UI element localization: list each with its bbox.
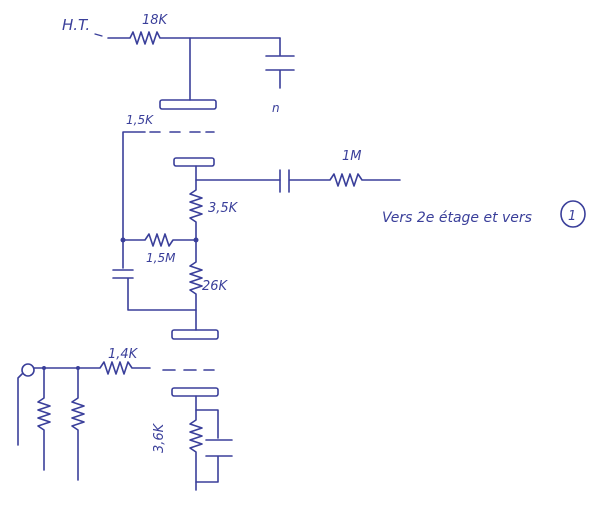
resistor-26k bbox=[189, 239, 203, 331]
resistor-input-b bbox=[71, 367, 85, 481]
resistor-3-6k bbox=[189, 395, 203, 491]
capacitor-decoupling bbox=[265, 37, 295, 89]
label-r-plate: 1,5K bbox=[126, 113, 154, 127]
label-r-grid-leak: 1,5M bbox=[146, 251, 176, 265]
tube-3-plate bbox=[171, 329, 219, 340]
tube-1-plate bbox=[159, 99, 217, 110]
label-r-input: 1,4K bbox=[108, 347, 139, 362]
capacitor-cathode bbox=[195, 409, 233, 483]
tube-3-cathode bbox=[171, 387, 219, 397]
circled-number: 1 bbox=[568, 209, 576, 224]
input-jack-sleeve bbox=[17, 373, 23, 446]
label-r-low: 26K bbox=[202, 279, 229, 294]
output-coupling bbox=[279, 169, 401, 193]
note-text: Vers 2e étage et vers bbox=[382, 210, 532, 226]
resistor-3-5k bbox=[189, 179, 203, 241]
circled-marker bbox=[560, 200, 586, 228]
label-cap-small: n bbox=[272, 101, 280, 115]
input-jack bbox=[21, 363, 35, 377]
resistor-1-4k bbox=[33, 361, 151, 375]
label-r-top: 18K bbox=[142, 13, 169, 28]
resistor-18k bbox=[107, 31, 281, 45]
resistor-1-5m bbox=[122, 233, 197, 247]
label-r-cathode: 3,6K bbox=[152, 422, 167, 453]
resistor-input-a bbox=[37, 367, 51, 471]
wire-grid-left bbox=[122, 131, 146, 241]
label-r-out: 1M bbox=[342, 149, 362, 164]
ht-tick bbox=[94, 33, 103, 37]
label-ht: H.T. bbox=[62, 16, 90, 34]
tube-2-cathode bbox=[173, 157, 215, 167]
wire-out bbox=[195, 165, 281, 181]
capacitor-grid bbox=[112, 239, 197, 311]
label-r-mid: 3,5K bbox=[208, 201, 239, 216]
